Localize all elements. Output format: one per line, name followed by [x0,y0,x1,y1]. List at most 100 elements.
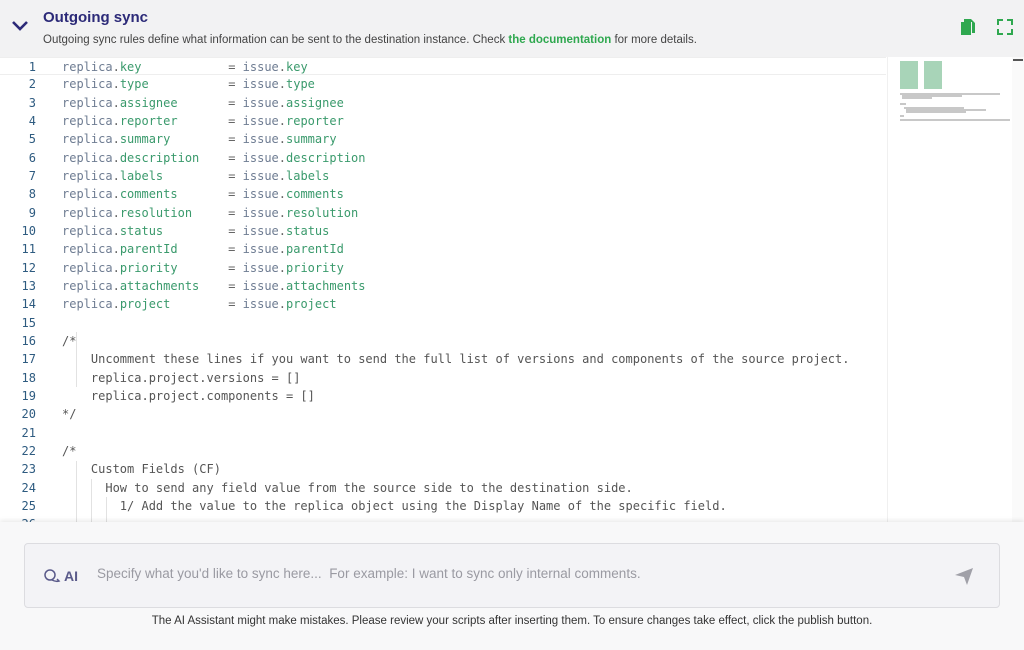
minimap-line [900,119,1010,121]
copy-icon[interactable] [958,17,978,37]
assign-operator: = [141,60,243,74]
line-number: 20 [21,407,36,422]
fullscreen-icon[interactable] [995,17,1015,37]
line-number: 4 [28,113,36,128]
code-line[interactable]: 24 How to send any field value from the … [0,479,886,497]
minimap-line [900,79,918,81]
source-object: issue [242,278,279,293]
code-line[interactable]: 22/* [0,442,886,460]
minimap-line [900,75,918,77]
code-line[interactable]: 19 replica.project.components = [] [0,387,886,405]
minimap-line [900,103,906,105]
dot: . [112,223,120,238]
source-field: attachments [286,278,366,293]
minimap-line [924,79,942,81]
target-object: replica [62,205,113,220]
dot: . [278,205,286,220]
code-comment: */ [62,407,77,422]
source-field: type [286,77,315,92]
source-object: issue [242,260,279,275]
line-number: 19 [21,388,36,403]
dot: . [112,150,120,165]
dot: . [278,297,286,312]
target-field: reporter [119,113,178,128]
dot: . [112,297,120,312]
code-text: replica.labels = issue.labels [62,167,329,185]
code-text: replica.priority = issue.priority [62,259,344,277]
minimap-line [902,95,962,97]
minimap-line [900,71,918,73]
dot: . [112,278,120,293]
dot: . [112,242,120,257]
source-object: issue [242,95,279,110]
ai-input-box[interactable]: AI [24,543,1000,608]
target-field: priority [119,260,178,275]
code-text: replica.status = issue.status [62,222,329,240]
code-line[interactable]: 18 replica.project.versions = [] [0,369,886,387]
minimap-line [924,67,942,69]
code-line[interactable]: 25 1/ Add the value to the replica objec… [0,497,886,515]
code-line[interactable]: 23 Custom Fields (CF) [0,460,886,478]
minimap-line [924,71,942,73]
code-line[interactable]: 26 [0,515,886,522]
assign-operator: = [163,168,243,183]
indent-guide [106,497,107,522]
line-number: 26 [0,515,36,522]
dot: . [278,242,286,257]
minimap[interactable] [887,57,1010,522]
line-number: 5 [28,132,36,147]
code-line[interactable]: 16/* [0,332,886,350]
minimap-line [900,69,918,71]
section-description: Outgoing sync rules define what informat… [43,34,697,46]
code-line[interactable]: 15 [0,314,886,332]
scrollbar[interactable] [1012,57,1024,522]
source-field: resolution [286,205,359,220]
dot: . [112,260,120,275]
chevron-down-icon[interactable] [10,18,30,34]
code-text: replica.assignee = issue.assignee [62,94,344,112]
send-icon[interactable] [953,565,975,587]
assign-operator: = [163,223,243,238]
code-line[interactable]: 20 */ [0,405,886,423]
source-field: priority [286,260,344,275]
code-text: replica.parentId = issue.parentId [62,240,344,258]
code-line[interactable]: 17 Uncomment these lines if you want to … [0,350,886,368]
code-text: replica.type = issue.type [62,75,315,93]
scrollbar-thumb[interactable] [1013,59,1023,61]
ai-prompt-input[interactable] [97,566,937,581]
minimap-line [900,81,918,83]
minimap-line [924,75,942,77]
minimap-line [924,61,942,63]
target-field: assignee [119,95,178,110]
dot: . [112,60,120,74]
dot: . [112,95,120,110]
target-object: replica [62,168,113,183]
documentation-link[interactable]: the documentation [508,34,612,46]
target-object: replica [62,297,113,312]
section-title: Outgoing sync [43,9,148,26]
code-line[interactable]: 21 [0,424,886,442]
source-object: issue [242,205,279,220]
minimap-line [900,93,1000,95]
target-field: key [119,60,142,74]
target-object: replica [62,113,113,128]
source-object: issue [242,77,279,92]
minimap-line [902,97,932,99]
ai-disclaimer: The AI Assistant might make mistakes. Pl… [151,615,873,627]
